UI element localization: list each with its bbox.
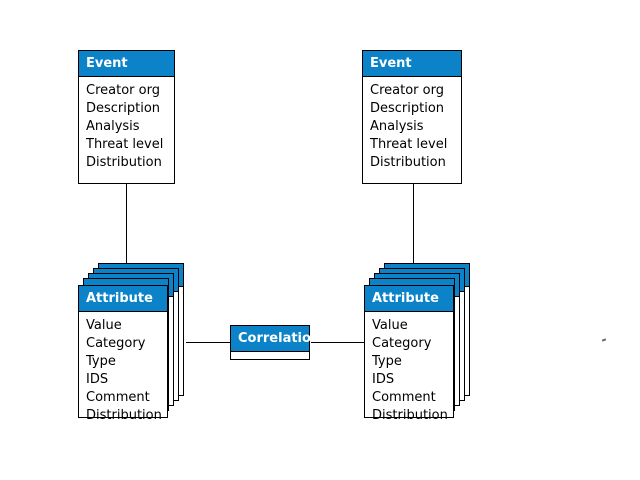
field-item: Distribution: [372, 408, 448, 423]
entity-attribute-right-fields: Value Category Type IDS Comment Distribu…: [365, 312, 453, 431]
field-item: Analysis: [370, 119, 424, 134]
connector-event-right-to-attribute-right: [413, 184, 414, 264]
entity-attribute-right-title: Attribute: [365, 286, 453, 312]
field-item: Value: [86, 318, 122, 333]
field-item: Creator org: [86, 83, 160, 98]
field-item: Type: [86, 354, 116, 369]
entity-event-left[interactable]: Event Creator org Description Analysis T…: [78, 50, 175, 184]
entity-correlation-fields: [231, 352, 309, 363]
field-item: Category: [86, 336, 146, 351]
field-item: Comment: [372, 390, 436, 405]
field-item: Value: [372, 318, 408, 333]
entity-event-left-fields: Creator org Description Analysis Threat …: [79, 77, 174, 178]
field-item: Distribution: [86, 408, 162, 423]
entity-event-right-title: Event: [363, 51, 461, 77]
field-item: Distribution: [370, 155, 446, 170]
field-item: Type: [372, 354, 402, 369]
entity-attribute-left-title: Attribute: [79, 286, 167, 312]
field-item: Comment: [86, 390, 150, 405]
field-item: Category: [372, 336, 432, 351]
field-item: Analysis: [86, 119, 140, 134]
field-item: IDS: [86, 372, 109, 387]
entity-attribute-left[interactable]: Attribute Value Category Type IDS Commen…: [78, 285, 168, 423]
stray-mark-artifact: [601, 338, 607, 342]
entity-event-right-fields: Creator org Description Analysis Threat …: [363, 77, 461, 178]
entity-attribute-left-stack[interactable]: Attribute Value Category Type IDS Commen…: [78, 263, 188, 423]
field-item: Creator org: [370, 83, 444, 98]
entity-correlation-title: Correlation: [231, 326, 320, 352]
connector-attribute-right-to-correlation: [311, 342, 364, 343]
entity-attribute-left-fields: Value Category Type IDS Comment Distribu…: [79, 312, 167, 431]
entity-event-left-title: Event: [79, 51, 174, 77]
field-item: IDS: [372, 372, 395, 387]
entity-attribute-right-stack[interactable]: Attribute Value Category Type IDS Commen…: [364, 263, 474, 423]
field-item: Threat level: [86, 137, 164, 152]
connector-event-left-to-attribute-left: [126, 184, 127, 264]
entity-event-right[interactable]: Event Creator org Description Analysis T…: [362, 50, 462, 184]
field-item: Distribution: [86, 155, 162, 170]
field-item: Description: [370, 101, 445, 116]
connector-attribute-left-to-correlation: [186, 342, 230, 343]
field-item: Threat level: [370, 137, 448, 152]
entity-correlation[interactable]: Correlation: [230, 325, 320, 363]
entity-attribute-right[interactable]: Attribute Value Category Type IDS Commen…: [364, 285, 454, 423]
field-item: Description: [86, 101, 161, 116]
